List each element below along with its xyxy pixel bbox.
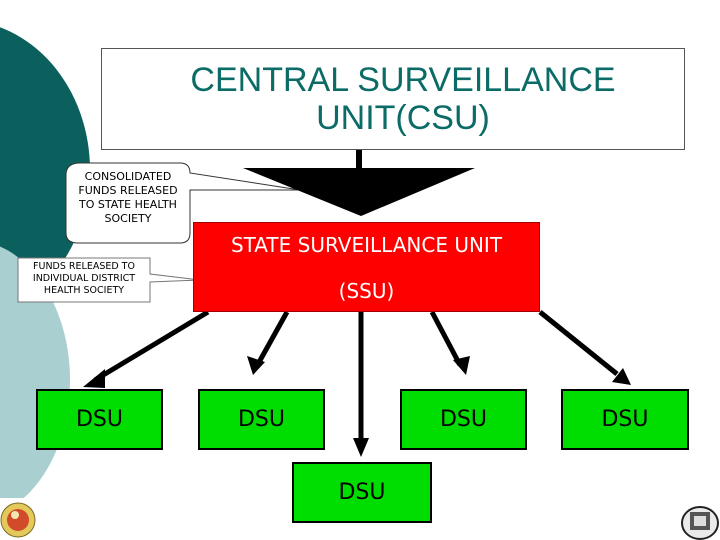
arrow-head-dsu-2 <box>247 356 265 375</box>
big-down-arrow <box>243 168 475 216</box>
callout-district-text: FUNDS RELEASED TO INDIVIDUAL DISTRICT HE… <box>18 261 150 297</box>
callout-state-line: SOCIETY <box>104 212 152 225</box>
emblem-left-logo <box>0 498 36 540</box>
callout-district-line: INDIVIDUAL DISTRICT <box>32 273 136 284</box>
csu-box: CENTRAL SURVEILLANCE UNIT(CSU) <box>101 48 685 150</box>
dsu-label: DSU <box>601 407 649 432</box>
arrow-head-dsu-4 <box>612 368 631 385</box>
callout-district-line: FUNDS RELEASED TO <box>33 261 135 272</box>
arrow-head-dsu-1 <box>83 369 105 388</box>
csu-title-line1: CENTRAL SURVEILLANCE <box>190 61 616 99</box>
dsu-box-2: DSU <box>198 389 325 450</box>
callout-state-line: CONSOLIDATED <box>84 170 172 183</box>
dsu-box-5: DSU <box>292 462 432 523</box>
callout-state-outline <box>65 162 301 244</box>
csu-connector <box>356 150 362 172</box>
callout-state-text: CONSOLIDATED FUNDS RELEASED TO STATE HEA… <box>66 170 190 226</box>
dsu-label: DSU <box>338 480 386 505</box>
arrow-to-dsu-3 <box>429 310 463 367</box>
callout-district-line: HEALTH SOCIETY <box>43 285 125 296</box>
callout-state-line: FUNDS RELEASED <box>78 184 178 197</box>
arrow-to-dsu-4 <box>538 310 619 376</box>
ssu-title-line1: STATE SURVEILLANCE UNIT <box>230 233 503 257</box>
dsu-box-4: DSU <box>561 389 689 450</box>
emblem-right-logo <box>680 503 720 540</box>
dsu-box-3: DSU <box>400 389 527 450</box>
arrow-head-dsu-5 <box>353 438 369 457</box>
dsu-label: DSU <box>237 407 285 432</box>
ssu-box: STATE SURVEILLANCE UNIT (SSU) <box>193 222 540 312</box>
arrow-to-dsu-2 <box>255 310 290 366</box>
dark-teal-circle <box>0 27 90 313</box>
arrow-to-dsu-1 <box>93 309 210 383</box>
csu-title-line2: UNIT(CSU) <box>316 99 490 137</box>
callout-district-outline <box>17 257 201 303</box>
dsu-arrows <box>83 309 631 457</box>
dsu-label: DSU <box>75 407 123 432</box>
callout-state-line: TO STATE HEALTH <box>79 198 177 211</box>
dsu-label: DSU <box>439 407 487 432</box>
ssu-title-line2: (SSU) <box>338 279 395 303</box>
arrow-head-dsu-3 <box>453 356 470 375</box>
dsu-box-1: DSU <box>36 389 163 450</box>
